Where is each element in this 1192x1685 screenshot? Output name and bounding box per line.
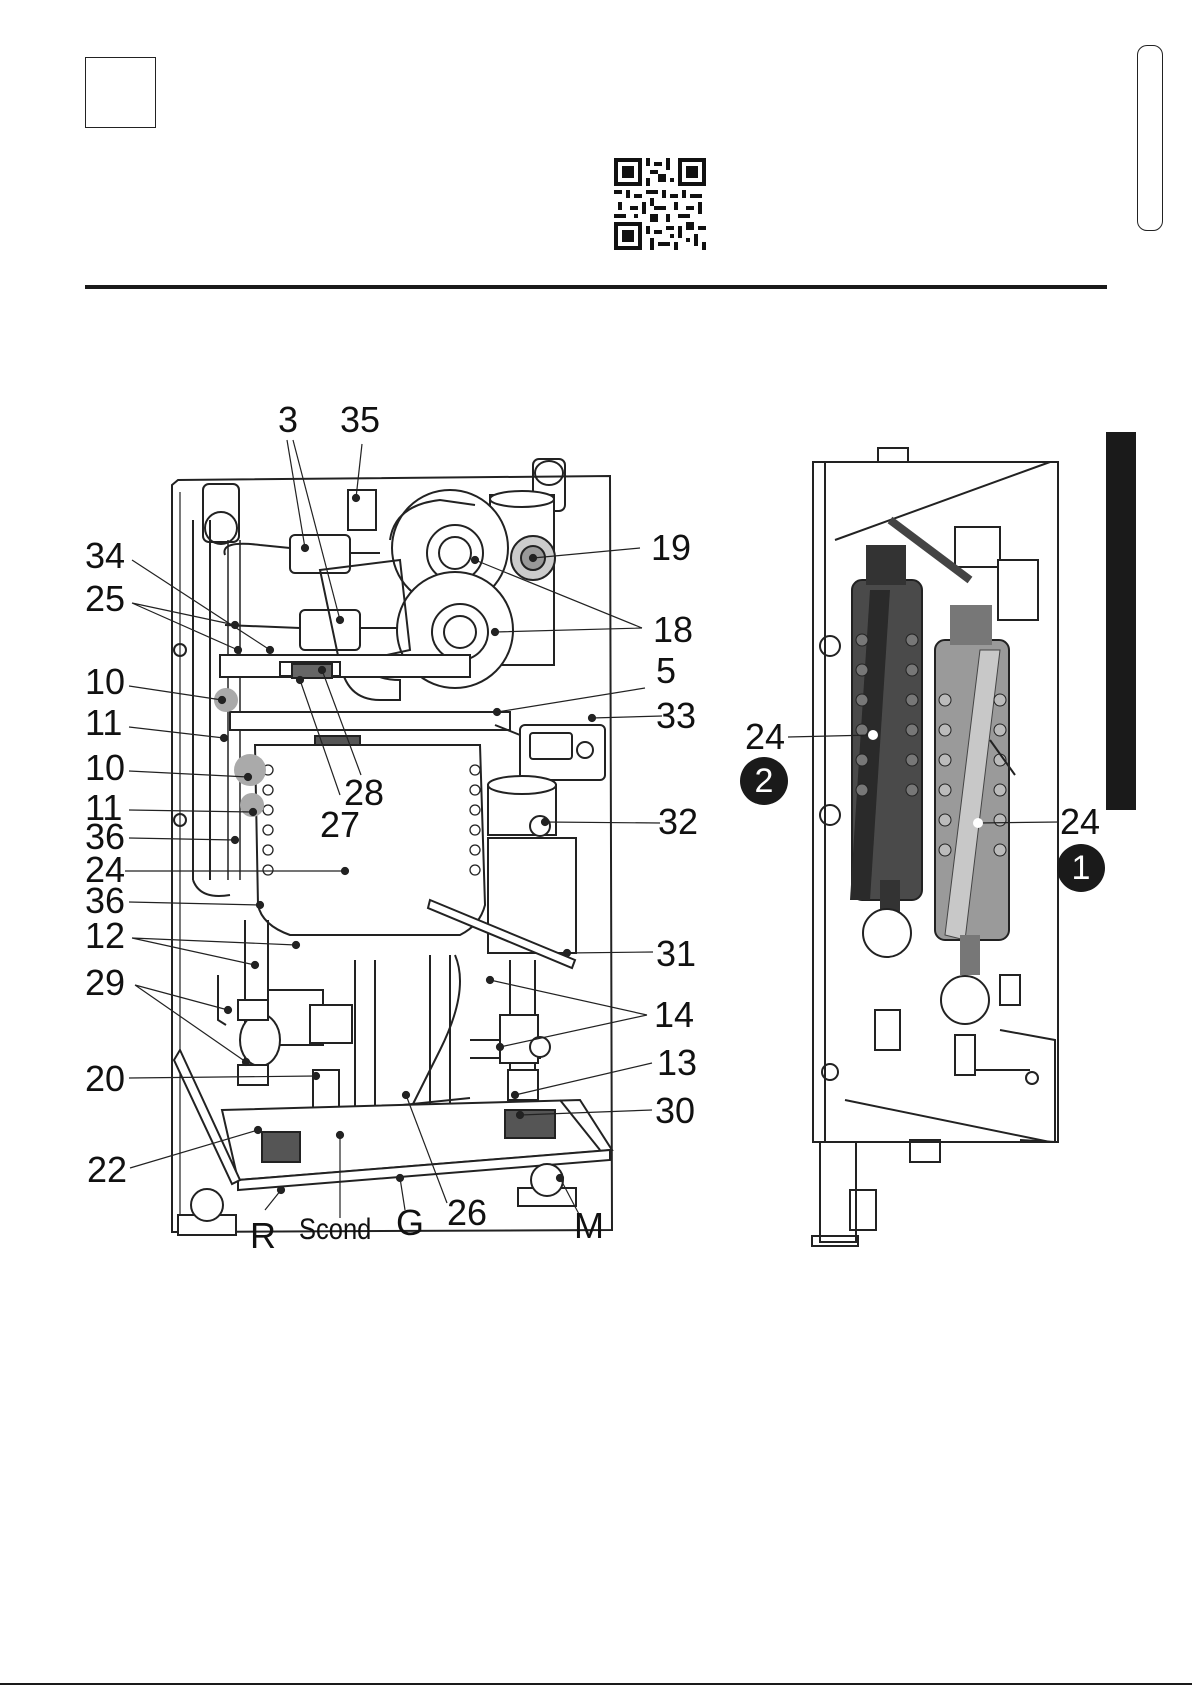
callout-27: 27 bbox=[320, 807, 360, 843]
callout-25: 25 bbox=[85, 581, 125, 617]
callout-12: 12 bbox=[85, 918, 125, 954]
callout-26: 26 bbox=[447, 1195, 487, 1231]
callout-20: 20 bbox=[85, 1061, 125, 1097]
callout-34: 34 bbox=[85, 538, 125, 574]
callout-3: 3 bbox=[278, 402, 298, 438]
callout-11: 11 bbox=[85, 705, 122, 741]
badge-1: 1 bbox=[1057, 844, 1105, 892]
callout-22: 22 bbox=[87, 1152, 127, 1188]
callout-30: 30 bbox=[655, 1093, 695, 1129]
callout-36-lower: 36 bbox=[85, 883, 125, 919]
callout-10-lower: 10 bbox=[85, 750, 125, 786]
callout-18: 18 bbox=[653, 612, 693, 648]
callout-5: 5 bbox=[656, 653, 676, 689]
callout-M: M bbox=[574, 1208, 604, 1244]
callout-R: R bbox=[250, 1218, 276, 1254]
callout-14: 14 bbox=[654, 997, 694, 1033]
callout-Scond: Scond bbox=[299, 1212, 371, 1248]
callout-10: 10 bbox=[85, 664, 125, 700]
callout-19: 19 bbox=[651, 530, 691, 566]
callout-33: 33 bbox=[656, 698, 696, 734]
badge-2: 2 bbox=[740, 757, 788, 805]
callout-29: 29 bbox=[85, 965, 125, 1001]
side-callout-24-right: 24 bbox=[1060, 804, 1100, 840]
callout-32: 32 bbox=[658, 804, 698, 840]
side-callout-24-left: 24 bbox=[745, 719, 785, 755]
callout-13: 13 bbox=[657, 1045, 697, 1081]
callout-31: 31 bbox=[656, 936, 696, 972]
callout-G: G bbox=[396, 1205, 424, 1241]
callout-35: 35 bbox=[340, 402, 380, 438]
